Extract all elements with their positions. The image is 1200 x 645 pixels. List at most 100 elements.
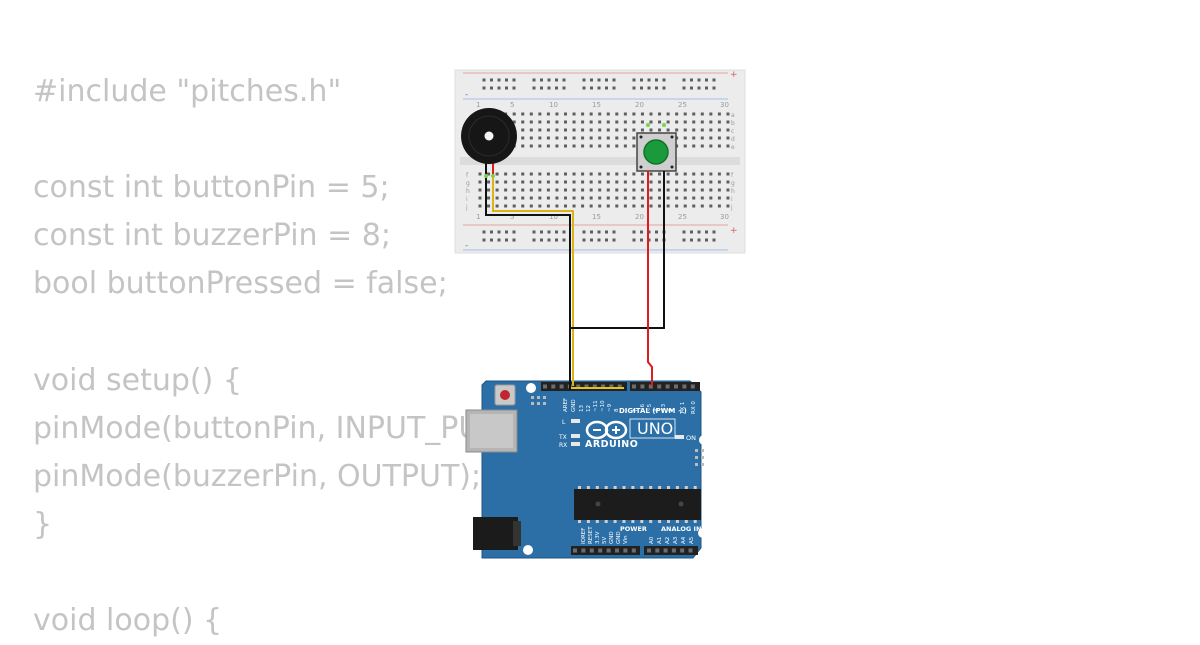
column-number: 10 <box>549 213 558 221</box>
hole <box>497 78 501 82</box>
hole <box>559 384 564 389</box>
hole <box>717 204 721 208</box>
wire-yellow-edge <box>492 176 574 386</box>
push-button[interactable] <box>636 123 677 182</box>
hole <box>726 172 730 176</box>
hole <box>555 136 559 140</box>
hole <box>648 384 653 389</box>
hole <box>546 128 550 132</box>
code-line: const int buzzerPin = 8; <box>33 218 391 254</box>
hole <box>482 78 486 82</box>
hole <box>682 86 686 90</box>
hole <box>649 204 653 208</box>
hole <box>640 86 643 90</box>
hole <box>709 188 713 192</box>
hole <box>640 188 644 192</box>
uno-badge <box>629 418 676 439</box>
hole <box>632 128 636 132</box>
digital-pin-labels: AREF GND 13 12 ~11 ~10 ~9 8 7 ~6 ~5 4 ~3… <box>563 398 697 415</box>
hole <box>521 188 525 192</box>
hole <box>512 188 516 192</box>
hole <box>632 230 636 234</box>
hole <box>658 188 662 192</box>
hole <box>589 136 593 140</box>
hole <box>692 112 696 116</box>
hole <box>505 78 508 82</box>
hole <box>709 172 713 176</box>
hole <box>495 204 499 208</box>
digital-header-right <box>630 382 700 391</box>
hole <box>532 78 536 82</box>
hole <box>521 120 525 124</box>
hole <box>682 230 686 234</box>
hole <box>680 548 685 553</box>
hole <box>521 136 525 140</box>
hole <box>700 196 704 200</box>
hole <box>658 204 662 208</box>
hole <box>540 230 543 234</box>
pin-label: RX 0 <box>691 401 697 414</box>
hole <box>564 196 567 200</box>
analog-header <box>644 546 698 555</box>
hole <box>632 144 636 148</box>
hole <box>564 144 567 148</box>
hole <box>581 144 585 148</box>
hole <box>586 520 590 523</box>
hole <box>606 180 610 184</box>
hole <box>683 204 687 208</box>
wire-red-button-pin <box>647 182 653 386</box>
hole <box>612 238 616 242</box>
hole <box>640 172 644 176</box>
hole <box>640 120 644 124</box>
hole <box>717 136 721 140</box>
led-on-label: ON <box>686 434 696 442</box>
digital-pin-holes <box>543 384 695 389</box>
hole <box>690 384 695 389</box>
hole <box>683 136 687 140</box>
hole <box>546 144 550 148</box>
pin-label: TX 1 <box>680 402 686 415</box>
hole <box>717 172 721 176</box>
hole <box>662 86 666 90</box>
hole <box>521 112 525 116</box>
hole <box>709 196 713 200</box>
hole <box>547 238 551 242</box>
hole <box>595 486 599 489</box>
hole <box>478 196 482 200</box>
hole <box>631 520 635 523</box>
hole <box>572 180 576 184</box>
hole <box>675 112 679 116</box>
hole <box>666 196 670 200</box>
rail-minus-label: - <box>465 241 468 251</box>
hole <box>512 238 516 242</box>
hole <box>692 144 696 148</box>
hole <box>597 230 601 234</box>
column-number: 15 <box>592 213 601 221</box>
hole <box>690 78 693 82</box>
hole <box>581 188 585 192</box>
hole <box>487 172 491 176</box>
hole <box>623 136 627 140</box>
hole <box>504 188 508 192</box>
hole <box>658 112 662 116</box>
hole <box>521 128 525 132</box>
pin-label: A2 <box>665 537 671 544</box>
hole <box>640 520 644 523</box>
hole <box>605 230 608 234</box>
button-cap[interactable] <box>643 139 669 165</box>
hole <box>547 86 551 90</box>
hole <box>606 188 610 192</box>
hole <box>658 120 662 124</box>
column-number: 25 <box>678 101 687 109</box>
pin-label: ~5 <box>647 403 653 412</box>
hole <box>690 230 693 234</box>
pin-label: ~3 <box>661 403 667 412</box>
hole <box>547 230 551 234</box>
hole <box>697 86 701 90</box>
hole <box>546 188 550 192</box>
hole <box>512 78 516 82</box>
hole <box>589 120 593 124</box>
hole <box>609 384 614 389</box>
led-l <box>571 419 580 423</box>
hole <box>582 238 586 242</box>
